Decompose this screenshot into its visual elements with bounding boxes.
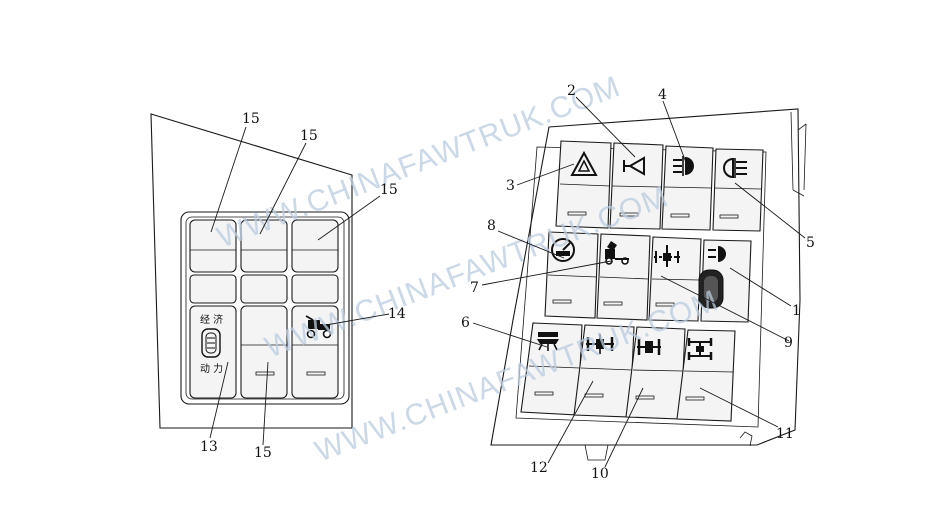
callout-15: 15 — [300, 128, 318, 144]
callout-14: 14 — [388, 306, 406, 322]
callout-9: 9 — [784, 335, 793, 351]
rear-fog-switch[interactable] — [712, 148, 764, 232]
hazard-warning-icon — [570, 150, 598, 176]
horn-icon — [623, 156, 645, 176]
hazard-switch[interactable] — [555, 140, 612, 229]
blank-switch[interactable] — [189, 274, 237, 304]
callout-1: 1 — [792, 303, 801, 319]
callout-6: 6 — [461, 315, 470, 331]
callout-15: 15 — [380, 182, 398, 198]
rocker-knob-icon — [698, 269, 724, 309]
rear-fog-lamp-icon — [723, 157, 747, 179]
callout-11: 11 — [776, 426, 794, 442]
work-lamp-icon — [708, 246, 726, 262]
callout-8: 8 — [487, 218, 496, 234]
power-label: 动 力 — [200, 362, 223, 375]
blank-switch[interactable] — [291, 219, 339, 273]
inter-axle-lock-icon — [586, 334, 614, 354]
callout-5: 5 — [806, 235, 815, 251]
blank-switch[interactable] — [291, 274, 339, 304]
callout-labels: 15 15 15 14 13 15 2 4 3 5 8 7 1 9 6 11 1… — [200, 83, 815, 482]
leader-lines — [209, 96, 806, 468]
callout-7: 7 — [470, 280, 479, 296]
front-axle-drive-switch[interactable] — [676, 329, 736, 422]
front-axle-drive-icon — [687, 338, 713, 360]
cab-tilt-icon — [605, 241, 629, 265]
front-fog-lamp-icon — [673, 156, 694, 176]
eco-power-rocker-icon — [201, 328, 221, 358]
inter-wheel-lock-icon — [637, 339, 661, 355]
callout-10: 10 — [591, 466, 609, 482]
callout-15: 15 — [242, 111, 260, 127]
callout-3: 3 — [506, 178, 515, 194]
left-switch-panel: 经 济 动 力 — [150, 113, 353, 429]
pto-tractor-icon — [305, 315, 332, 339]
eco-label: 经 济 — [200, 313, 223, 326]
callout-12: 12 — [530, 460, 548, 476]
blank-switch[interactable] — [240, 219, 288, 273]
blank-switch[interactable] — [240, 274, 288, 304]
callout-13: 13 — [200, 439, 218, 455]
callout-4: 4 — [658, 87, 667, 103]
right-switch-panel — [490, 108, 807, 461]
rpm-gauge-icon — [551, 238, 575, 262]
callout-15: 15 — [254, 445, 272, 461]
blank-switch[interactable] — [240, 305, 288, 399]
blank-switch[interactable] — [189, 219, 237, 273]
callout-2: 2 — [567, 83, 576, 99]
differential-lock-icon — [654, 245, 680, 267]
